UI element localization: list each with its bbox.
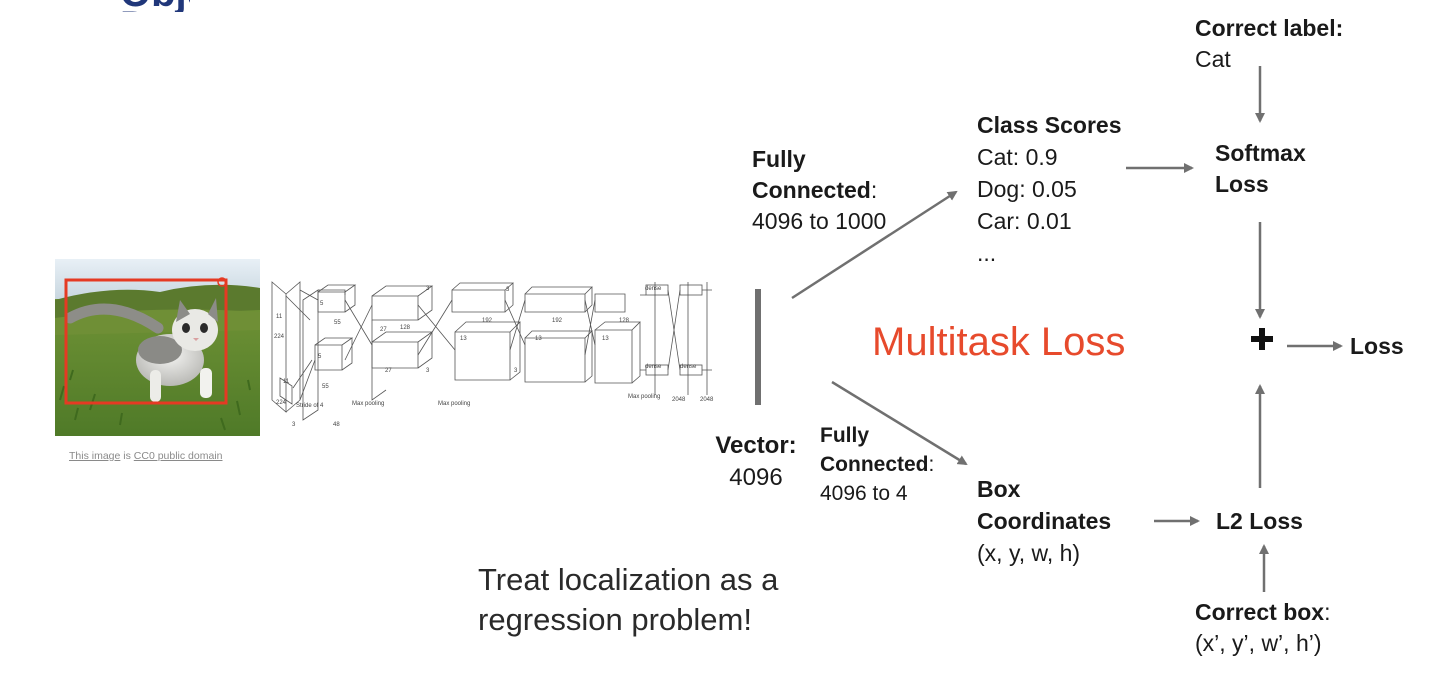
fc-bottom-label: Fully Connected: 4096 to 4 bbox=[820, 421, 934, 508]
layer-number: 13 bbox=[535, 336, 542, 342]
plus-icon bbox=[1251, 328, 1273, 350]
layer-number: 3 bbox=[514, 368, 518, 374]
layer-text: Max pooling bbox=[438, 401, 470, 407]
arrow-to-box-coordinates bbox=[831, 380, 968, 466]
layer-number: 2048 bbox=[672, 397, 686, 403]
layer-number: 55 bbox=[334, 320, 341, 326]
l2-loss: L2 Loss bbox=[1216, 508, 1303, 534]
layer-number: 3 bbox=[426, 286, 430, 292]
correct-box-colon: : bbox=[1324, 599, 1331, 625]
class-score-item: Cat: 0.9 bbox=[977, 144, 1058, 170]
cnn-labels: 224 224 3 11 11 5 5 48 55 55 128 27 27 3… bbox=[274, 286, 714, 428]
image-credit: This image is CC0 public domain bbox=[69, 450, 223, 462]
fc-bottom-line1: Fully bbox=[820, 424, 870, 447]
layer-text: Max pooling bbox=[628, 394, 660, 400]
box-coordinates: Box Coordinates (x, y, w, h) bbox=[977, 473, 1111, 569]
layer-number: 11 bbox=[276, 314, 283, 320]
layer-number: 192 bbox=[552, 318, 563, 324]
layer-text: Stride of 4 bbox=[296, 403, 324, 409]
cnn-architecture bbox=[271, 281, 712, 421]
layer-number: 224 bbox=[274, 334, 285, 340]
correct-box-title: Correct box bbox=[1195, 599, 1325, 625]
layer-number: 192 bbox=[482, 318, 493, 324]
slide-title: Object Detection: Single Object bbox=[120, 0, 190, 12]
layer-number: 3 bbox=[426, 368, 430, 374]
layer-number: 13 bbox=[602, 336, 609, 342]
box-coords-line3: (x, y, w, h) bbox=[977, 540, 1081, 566]
correct-box-value: (x’, y’, w’, h’) bbox=[1195, 630, 1322, 656]
layer-number: 3 bbox=[292, 422, 296, 428]
class-score-item: Dog: 0.05 bbox=[977, 176, 1077, 202]
slide-title-fragment: Object Detection: Single Object bbox=[120, 0, 190, 12]
fc-top-label: Fully Connected: 4096 to 1000 bbox=[752, 144, 886, 237]
class-score-item: Car: 0.01 bbox=[977, 208, 1072, 234]
fc-bottom-line2: Connected bbox=[820, 453, 929, 476]
softmax-loss: Softmax Loss bbox=[1215, 138, 1306, 200]
fc-top-colon: : bbox=[870, 177, 878, 203]
layer-text: Max pooling bbox=[352, 401, 384, 407]
vector-title: Vector: bbox=[715, 432, 797, 459]
box-coords-line2: Coordinates bbox=[977, 508, 1112, 534]
fc-bottom-colon: : bbox=[928, 453, 935, 476]
layer-number: 13 bbox=[460, 336, 467, 342]
credit-middle: is bbox=[120, 450, 134, 462]
softmax-line2: Loss bbox=[1215, 171, 1269, 197]
feature-vector-bar bbox=[755, 289, 761, 405]
layer-number: 27 bbox=[385, 368, 392, 374]
box-coords-line1: Box bbox=[977, 476, 1021, 502]
correct-label-value: Cat bbox=[1195, 46, 1231, 72]
regression-note-line2: regression problem! bbox=[478, 602, 752, 637]
layer-number: 48 bbox=[333, 422, 340, 428]
fc-bottom-dims: 4096 to 4 bbox=[820, 482, 908, 505]
class-scores-title: Class Scores bbox=[977, 112, 1122, 138]
image-link[interactable]: This image bbox=[69, 450, 121, 462]
vector-label: Vector: 4096 bbox=[706, 430, 806, 494]
total-loss: Loss bbox=[1350, 333, 1404, 359]
vector-size: 4096 bbox=[729, 464, 783, 491]
layer-number: 2048 bbox=[700, 397, 714, 403]
correct-label-title: Correct label: bbox=[1195, 15, 1344, 41]
correct-label: Correct label: Cat bbox=[1195, 13, 1343, 75]
fc-top-dims: 4096 to 1000 bbox=[752, 208, 887, 234]
layer-number: 5 bbox=[320, 301, 324, 307]
layer-number: 128 bbox=[619, 318, 630, 324]
softmax-line1: Softmax bbox=[1215, 140, 1306, 166]
class-score-item: ... bbox=[977, 240, 997, 266]
license-link[interactable]: CC0 public domain bbox=[133, 450, 223, 462]
cat-photo bbox=[55, 259, 260, 436]
layer-number: dense bbox=[645, 286, 662, 292]
layer-number: dense bbox=[645, 364, 662, 370]
regression-note-line1: Treat localization as a bbox=[478, 562, 779, 597]
layer-number: dense bbox=[680, 364, 697, 370]
class-scores: Class Scores Cat: 0.9 Dog: 0.05 Car: 0.0… bbox=[977, 109, 1121, 269]
correct-box: Correct box: (x’, y’, w’, h’) bbox=[1195, 597, 1330, 659]
layer-number: 128 bbox=[400, 325, 411, 331]
layer-number: 11 bbox=[283, 379, 290, 385]
multitask-loss-title: Multitask Loss bbox=[872, 320, 1126, 364]
bounding-box bbox=[64, 278, 228, 405]
layer-number: 3 bbox=[506, 287, 510, 293]
bbox-corner-handle bbox=[217, 277, 227, 287]
regression-note: Treat localization as a regression probl… bbox=[478, 560, 778, 640]
layer-number: 5 bbox=[318, 354, 322, 360]
fc-top-line1: Fully bbox=[752, 146, 806, 172]
arrows bbox=[791, 66, 1343, 592]
layer-number: 55 bbox=[322, 384, 329, 390]
layer-number: 27 bbox=[380, 327, 387, 333]
fc-top-line2: Connected bbox=[752, 177, 871, 203]
layer-number: 224 bbox=[276, 400, 287, 406]
arrow-to-class-scores bbox=[791, 190, 958, 300]
